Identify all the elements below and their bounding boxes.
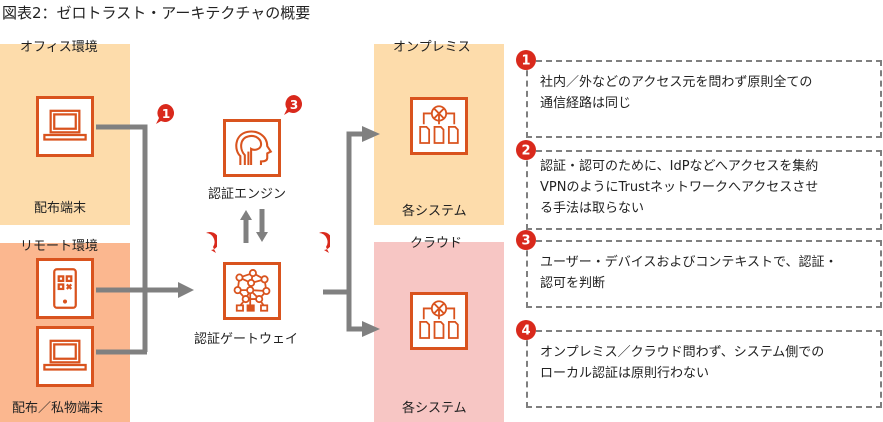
remote-smartphone-node: [36, 258, 94, 319]
note-line: る手法は取らない: [540, 201, 645, 216]
cloud-system-node: [410, 292, 468, 350]
note-1-number: 1: [516, 50, 536, 70]
remote-zone-label: リモート環境: [20, 239, 99, 254]
smartphone-icon: [53, 268, 77, 309]
remote-laptop-node: [36, 326, 94, 387]
badge-2-gateway: 2: [202, 232, 217, 253]
arrow-to-gateway: [178, 282, 194, 298]
note-4-number: 4: [516, 320, 536, 340]
arrow-down-to-gateway: [256, 232, 268, 242]
neural-network-icon: [233, 269, 271, 312]
arrow-up-to-engine: [240, 210, 252, 220]
note-line: 通信経路は同じ: [540, 96, 632, 111]
note-1: 社内／外などのアクセス元を問わず原則全ての 通信経路は同じ: [526, 60, 882, 138]
note-2-number: 2: [516, 140, 536, 160]
badge-1-devices: 1: [156, 104, 175, 124]
note-line: ユーザー・デバイスおよびコンテキストで、認証・: [540, 255, 838, 270]
laptop-icon: [43, 109, 87, 141]
note-line: 認可を判断: [540, 276, 606, 291]
note-line: ローカル認証は原則行わない: [540, 366, 710, 381]
badge-number: 4: [315, 236, 323, 250]
figure-title: 図表2：ゼロトラスト・アーキテクチャの概要: [2, 4, 311, 22]
auth-engine-label: 認証エンジン: [208, 187, 287, 202]
badge-number: 1: [162, 107, 170, 121]
badge-number: 2: [202, 236, 210, 250]
office-zone-label: オフィス環境: [20, 40, 98, 55]
svg-text:3: 3: [521, 234, 530, 249]
system-hub-icon: [419, 300, 459, 339]
badge-3-engine: 3: [284, 95, 303, 115]
remote-zone-caption: 配布／私物端末: [12, 401, 104, 416]
auth-gateway-label: 認証ゲートウェイ: [194, 332, 299, 347]
badge-4-systems: 4: [315, 232, 330, 253]
auth-engine-node: [223, 119, 281, 177]
note-line: VPNのようにTrustネットワークへアクセスさせ: [540, 180, 819, 195]
head-brain-icon: [235, 130, 273, 166]
system-hub-icon: [419, 105, 459, 144]
badge-number: 3: [290, 98, 298, 112]
svg-text:2: 2: [521, 144, 530, 159]
cloud-zone-label: クラウド: [410, 236, 463, 251]
onprem-zone-label: オンプレミス: [393, 40, 471, 55]
svg-text:1: 1: [521, 54, 530, 69]
office-zone-caption: 配布端末: [34, 201, 87, 216]
note-line: 認証・認可のために、IdPなどへアクセスを集約: [540, 159, 819, 174]
note-3-number: 3: [516, 230, 536, 250]
onprem-system-node: [410, 97, 468, 155]
office-laptop-node: [36, 96, 94, 157]
cloud-zone-caption: 各システム: [402, 401, 467, 416]
note-3: ユーザー・デバイスおよびコンテキストで、認証・ 認可を判断: [526, 240, 882, 308]
onprem-zone-caption: 各システム: [402, 204, 467, 219]
note-line: オンプレミス／クラウド問わず、システム側での: [540, 345, 825, 360]
auth-gateway-node: [223, 262, 281, 320]
note-line: 社内／外などのアクセス元を問わず原則全ての: [540, 75, 813, 90]
laptop-icon: [43, 339, 87, 371]
note-2: 認証・認可のために、IdPなどへアクセスを集約 VPNのようにTrustネットワ…: [526, 150, 882, 230]
svg-text:4: 4: [521, 324, 530, 339]
note-4: オンプレミス／クラウド問わず、システム側での ローカル認証は原則行わない: [526, 330, 882, 408]
